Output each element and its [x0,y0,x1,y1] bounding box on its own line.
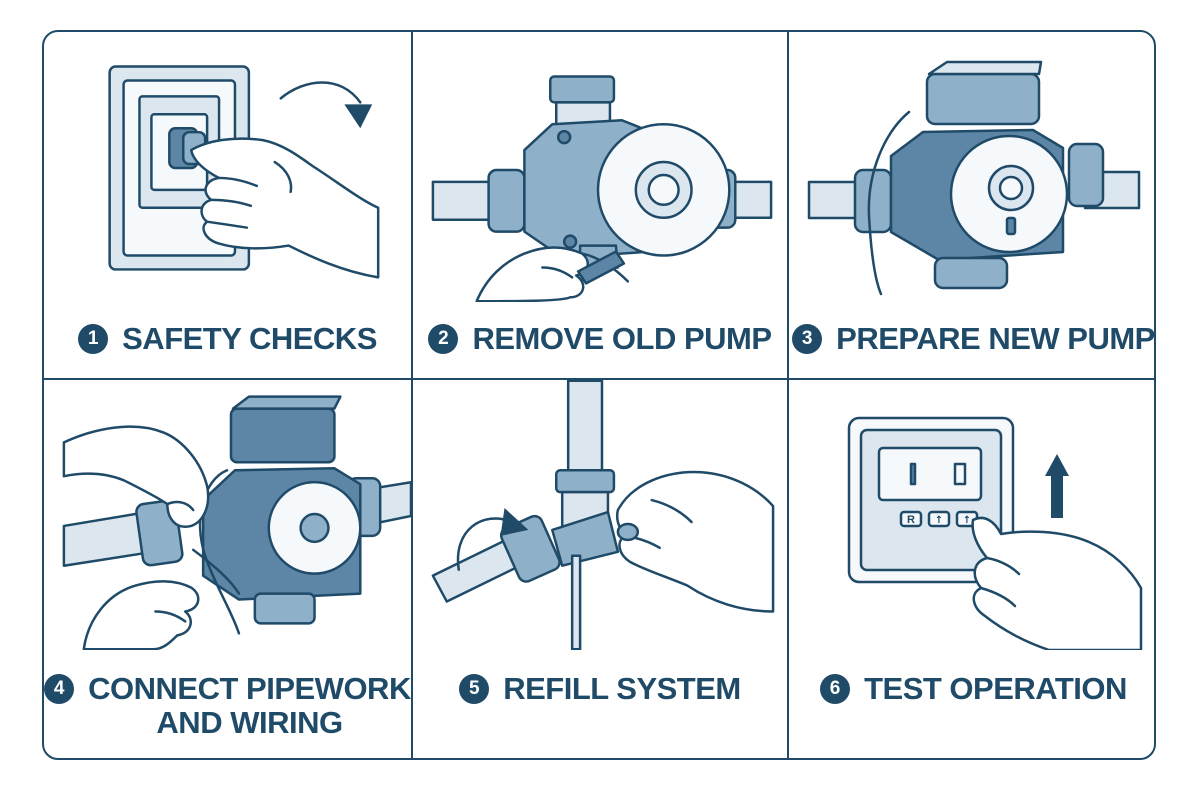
up-arrow-icon [1045,454,1069,518]
thermostat-buttons: R ↑ ↑ [899,510,979,528]
step-5-label: REFILL SYSTEM [503,671,741,706]
step-2-caption: 2 REMOVE OLD PUMP [413,322,787,356]
thermostat-button-up-2-label: ↑ [963,515,971,526]
step-3-panel: 3 PREPARE NEW PUMP [789,32,1155,380]
step-2-panel: 2 REMOVE OLD PUMP [413,32,789,380]
step-grid: 1 SAFETY CHECKS [44,32,1154,758]
step-2-number: 2 [428,324,459,354]
step-5-number: 5 [459,674,490,704]
step-1-panel: 1 SAFETY CHECKS [44,32,413,380]
new-pump-illustration [807,60,1141,296]
hand-icon [189,137,380,279]
step-3-number: 3 [792,324,823,354]
pump-icon [523,75,731,259]
step-1-number: 1 [78,324,109,354]
refill-system-illustration [431,380,775,650]
step-4-panel: 4 CONNECT PIPEWORK AND WIRING [44,380,413,758]
rotate-arrow-icon [456,508,529,571]
thermostat-button-up-1-label: ↑ [935,515,943,526]
rotate-arrow-icon [279,81,373,129]
step-5-panel: 5 REFILL SYSTEM [413,380,789,758]
step-6-number: 6 [820,674,851,704]
remove-pump-illustration [431,75,773,302]
step-4-number: 4 [44,674,75,704]
connect-pipework-illustration [62,395,411,650]
test-operation-illustration: R ↑ ↑ [847,416,1143,650]
step-5-caption: 5 REFILL SYSTEM [413,672,787,706]
step-3-caption: 3 PREPARE NEW PUMP [789,321,1155,356]
pump-icon [201,395,362,625]
step-1-caption: 1 SAFETY CHECKS [44,322,411,356]
thermostat-button-up-1 [927,510,951,528]
hand-icon [615,470,775,613]
step-2-label: REMOVE OLD PUMP [472,321,772,356]
pump-icon [889,60,1069,290]
instruction-diagram: 1 SAFETY CHECKS [42,30,1156,760]
step-1-label: SAFETY CHECKS [122,321,377,356]
step-6-caption: 6 TEST OPERATION [789,671,1154,706]
step-6-label: TEST OPERATION [864,671,1127,706]
step-3-label: PREPARE NEW PUMP [836,321,1155,356]
step-6-panel: R ↑ ↑ 6 TEST OPERATION [789,380,1154,758]
step-4-caption: 4 CONNECT PIPEWORK AND WIRING [44,672,411,740]
thermostat-button-r-label: R [907,514,915,526]
hand-icon [62,425,210,528]
thermostat-display [877,446,983,502]
safety-switch-illustration [108,65,380,279]
thermostat-button-r [899,510,923,528]
hand-icon [971,516,1143,650]
step-4-label: CONNECT PIPEWORK AND WIRING [88,671,411,740]
hand-icon [82,580,200,650]
